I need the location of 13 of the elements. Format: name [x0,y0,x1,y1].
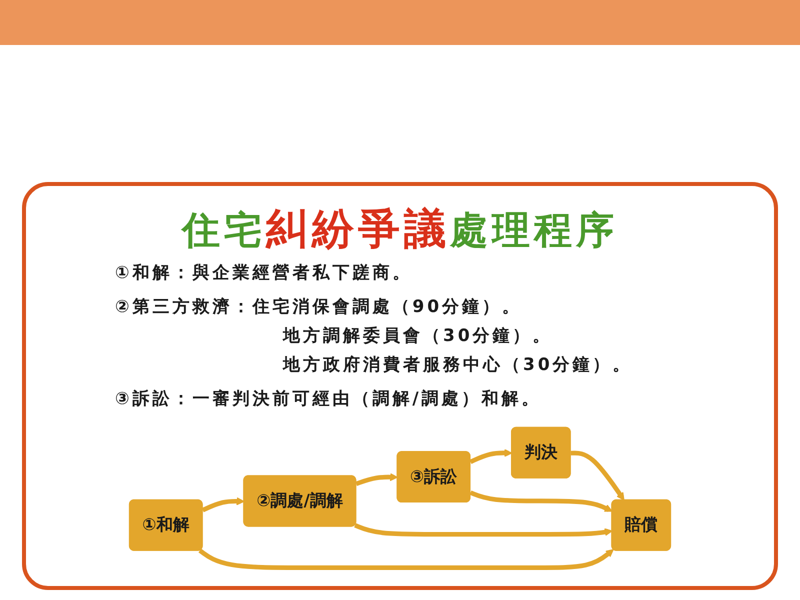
note-text: ③訴訟：一審判決前可經由（調解/調處）和解。 [115,388,542,410]
diagram-title: 住宅糾紛爭議處理程序 [180,205,619,254]
arrow [198,548,614,570]
note-text: ①和解：與企業經營者私下蹉商。 [115,262,412,284]
arrow [470,490,613,512]
arrow [570,450,624,501]
arrow [354,523,613,537]
note-text: ②第三方救濟：住宅消保會調處（90分鐘）。 [115,296,522,318]
note-text: 地方政府消費者服務中心（30分鐘）。 [283,354,633,376]
arrow [470,448,512,464]
arrow [202,497,245,512]
arrow [355,473,398,486]
note-text: 地方調解委員會（30分鐘）。 [283,325,553,347]
